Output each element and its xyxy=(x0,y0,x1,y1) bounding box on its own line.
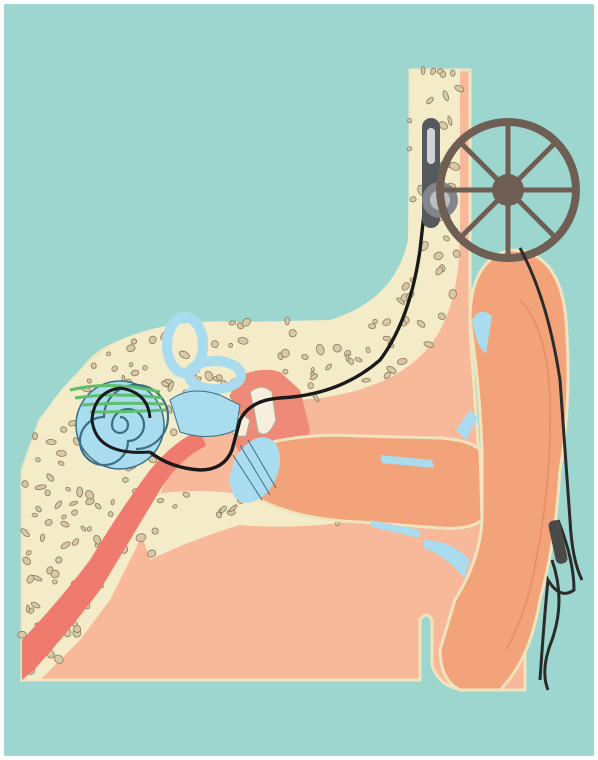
bone-pore xyxy=(77,487,83,497)
external-transmitter-coil-icon xyxy=(440,122,576,258)
bone-pore xyxy=(122,477,128,482)
bone-pore xyxy=(362,378,371,382)
bone-pore xyxy=(56,450,66,457)
bone-pore xyxy=(32,432,38,440)
bone-pore xyxy=(91,363,96,369)
bone-pore xyxy=(46,439,56,445)
bone-pore xyxy=(229,343,233,347)
bone-pore xyxy=(421,67,425,75)
bone-pore xyxy=(26,605,29,613)
bone-pore xyxy=(285,317,290,325)
bone-pore xyxy=(45,490,51,496)
bone-pore xyxy=(51,570,60,578)
bone-pore xyxy=(211,340,218,347)
bone-pore xyxy=(307,382,313,389)
bone-pore xyxy=(368,323,375,328)
bone-pore xyxy=(311,367,314,372)
bone-pore xyxy=(450,70,455,77)
bone-pore xyxy=(52,580,57,585)
bone-pore xyxy=(283,369,288,374)
